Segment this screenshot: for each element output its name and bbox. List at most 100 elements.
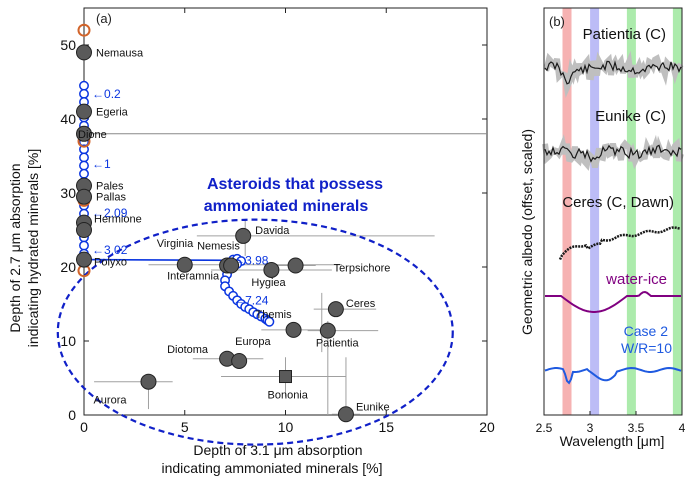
x-tick-label: 15 bbox=[378, 419, 394, 435]
patientia-spectrum bbox=[544, 60, 682, 85]
absorption-bands bbox=[562, 8, 682, 415]
asteroid-point bbox=[76, 125, 92, 142]
asteroid-label: Egeria bbox=[96, 107, 129, 119]
panel-b-x-axis-title: Wavelength [μm] bbox=[560, 433, 665, 449]
model-point bbox=[264, 316, 275, 327]
y-tick-label: 20 bbox=[60, 259, 76, 275]
ammoniated-annotation-line-1: Asteroids that possess bbox=[207, 176, 383, 193]
asteroid-point bbox=[319, 322, 336, 339]
asteroid-label: Interamnia bbox=[167, 271, 220, 283]
asteroid-points: NemausaEgeriaDionePalesPallasHermionePol… bbox=[76, 44, 391, 423]
asteroid-label: Diotoma bbox=[167, 344, 209, 356]
asteroid-point bbox=[285, 321, 302, 338]
panel-b-frame bbox=[543, 7, 683, 416]
asteroid-label: Hermione bbox=[94, 214, 142, 226]
asteroid-label: Ceres bbox=[346, 298, 376, 310]
case2-spectrum bbox=[544, 366, 682, 385]
x-axis-title-line-1: Depth of 3.1 μm absorption bbox=[193, 442, 362, 458]
series-label-eunike: Eunike (C) bbox=[595, 108, 666, 125]
asteroid-label: Davida bbox=[255, 225, 290, 237]
open-marker bbox=[77, 23, 91, 37]
absorption-band bbox=[626, 8, 636, 415]
asteroid-label: Virginia bbox=[157, 238, 194, 250]
series-label-ceres: Ceres (C, Dawn) bbox=[562, 194, 674, 211]
asteroid-label: Polyxo bbox=[94, 257, 127, 269]
bononia-label: Bononia bbox=[268, 390, 309, 402]
asteroid-point bbox=[287, 257, 304, 274]
y-tick-label: 30 bbox=[60, 185, 76, 201]
x-axis-title-line-2: indicating ammoniated minerals [%] bbox=[162, 460, 383, 476]
series-label-water-ice: water-ice bbox=[605, 271, 667, 288]
y-axis-title-line-1: Depth of 2.7 μm absorption bbox=[7, 163, 23, 332]
asteroid-point bbox=[176, 256, 193, 273]
x-tick-label: 10 bbox=[278, 419, 294, 435]
y-axis-title-line-2: indicating hydrated minerals [%] bbox=[25, 149, 41, 347]
asteroid-label: Aurora bbox=[93, 395, 127, 407]
model-label: ←0.2 bbox=[92, 87, 121, 101]
ammoniated-annotation-line-2: ammoniated minerals bbox=[204, 198, 369, 215]
spectra bbox=[542, 50, 684, 385]
asteroid-point bbox=[76, 251, 92, 268]
panel-b-y-axis-title: Geometric albedo (offset, scaled) bbox=[519, 129, 535, 335]
model-label: ←3.98 bbox=[233, 253, 269, 267]
model-point bbox=[79, 152, 89, 163]
asteroid-point bbox=[76, 188, 92, 205]
asteroid-point bbox=[76, 44, 92, 61]
absorption-band bbox=[672, 8, 682, 415]
series-label-case2-sub: W/R=10 bbox=[621, 340, 672, 356]
asteroid-label: Terpsichore bbox=[334, 263, 391, 275]
asteroid-label: Eunike bbox=[356, 401, 390, 413]
model-series: ←0.2 ←1 ←2.09 ←3.02 ←3.98 ←7.24 bbox=[77, 23, 275, 327]
model-label: ←2.09 bbox=[92, 206, 128, 220]
asteroid-point bbox=[140, 373, 157, 390]
x-tick-label: 0 bbox=[80, 419, 88, 435]
bononia-marker bbox=[279, 370, 292, 384]
y-tick-label: 10 bbox=[60, 333, 76, 349]
model-point bbox=[79, 160, 89, 171]
asteroid-label: Europa bbox=[235, 336, 271, 348]
axis-ticks: 0 5 10 15 20 0 10 20 30 40 50 bbox=[60, 8, 495, 435]
asteroid-point bbox=[263, 261, 280, 278]
x-tick-label: 5 bbox=[181, 419, 189, 435]
asteroid-label: Themis bbox=[256, 309, 293, 321]
series-label-patientia: Patientia (C) bbox=[583, 26, 666, 43]
absorption-band bbox=[590, 8, 600, 415]
panel-a: (a) Depth of 2.7 μm absorption indicatin… bbox=[7, 7, 495, 476]
asteroid-label: Pallas bbox=[96, 192, 126, 204]
asteroid-label: Nemesis bbox=[197, 241, 240, 253]
model-label: ←3.02 bbox=[92, 243, 128, 257]
panel-b: Geometric albedo (offset, scaled) Wavele… bbox=[519, 7, 686, 449]
ammoniated-ellipse bbox=[56, 218, 454, 446]
water-ice-spectrum bbox=[545, 290, 681, 313]
asteroid-label: Hygiea bbox=[251, 277, 286, 289]
model-point bbox=[79, 88, 89, 99]
asteroid-point bbox=[235, 227, 252, 244]
model-label: ←1 bbox=[92, 157, 111, 171]
y-tick-label: 50 bbox=[60, 37, 76, 53]
asteroid-label: Nemausa bbox=[96, 47, 144, 59]
series-label-case2: Case 2 bbox=[624, 323, 669, 339]
x-tick-label: 20 bbox=[479, 419, 495, 435]
asteroid-label: Pales bbox=[96, 181, 124, 193]
ceres-spectrum bbox=[558, 226, 681, 261]
asteroid-point bbox=[76, 103, 92, 120]
panel-b-x-tick-label: 4 bbox=[679, 421, 686, 435]
panel-b-x-tick-label: 3.5 bbox=[628, 421, 645, 435]
absorption-band bbox=[562, 8, 572, 415]
model-point bbox=[79, 240, 89, 251]
asteroid-point bbox=[76, 222, 92, 238]
asteroid-point bbox=[327, 301, 344, 318]
y-tick-label: 40 bbox=[60, 111, 76, 127]
asteroid-label: Patientia bbox=[316, 338, 360, 350]
y-tick-label: 0 bbox=[68, 407, 76, 423]
asteroid-point bbox=[231, 352, 248, 369]
panel-b-label: (b) bbox=[549, 14, 565, 29]
asteroid-point bbox=[337, 406, 354, 423]
asteroid-point bbox=[223, 257, 240, 274]
model-point bbox=[79, 80, 89, 91]
panel-a-label: (a) bbox=[96, 11, 112, 26]
y-axis-title: Depth of 2.7 μm absorption indicating hy… bbox=[7, 149, 41, 347]
model-label: ←7.24 bbox=[233, 293, 269, 307]
